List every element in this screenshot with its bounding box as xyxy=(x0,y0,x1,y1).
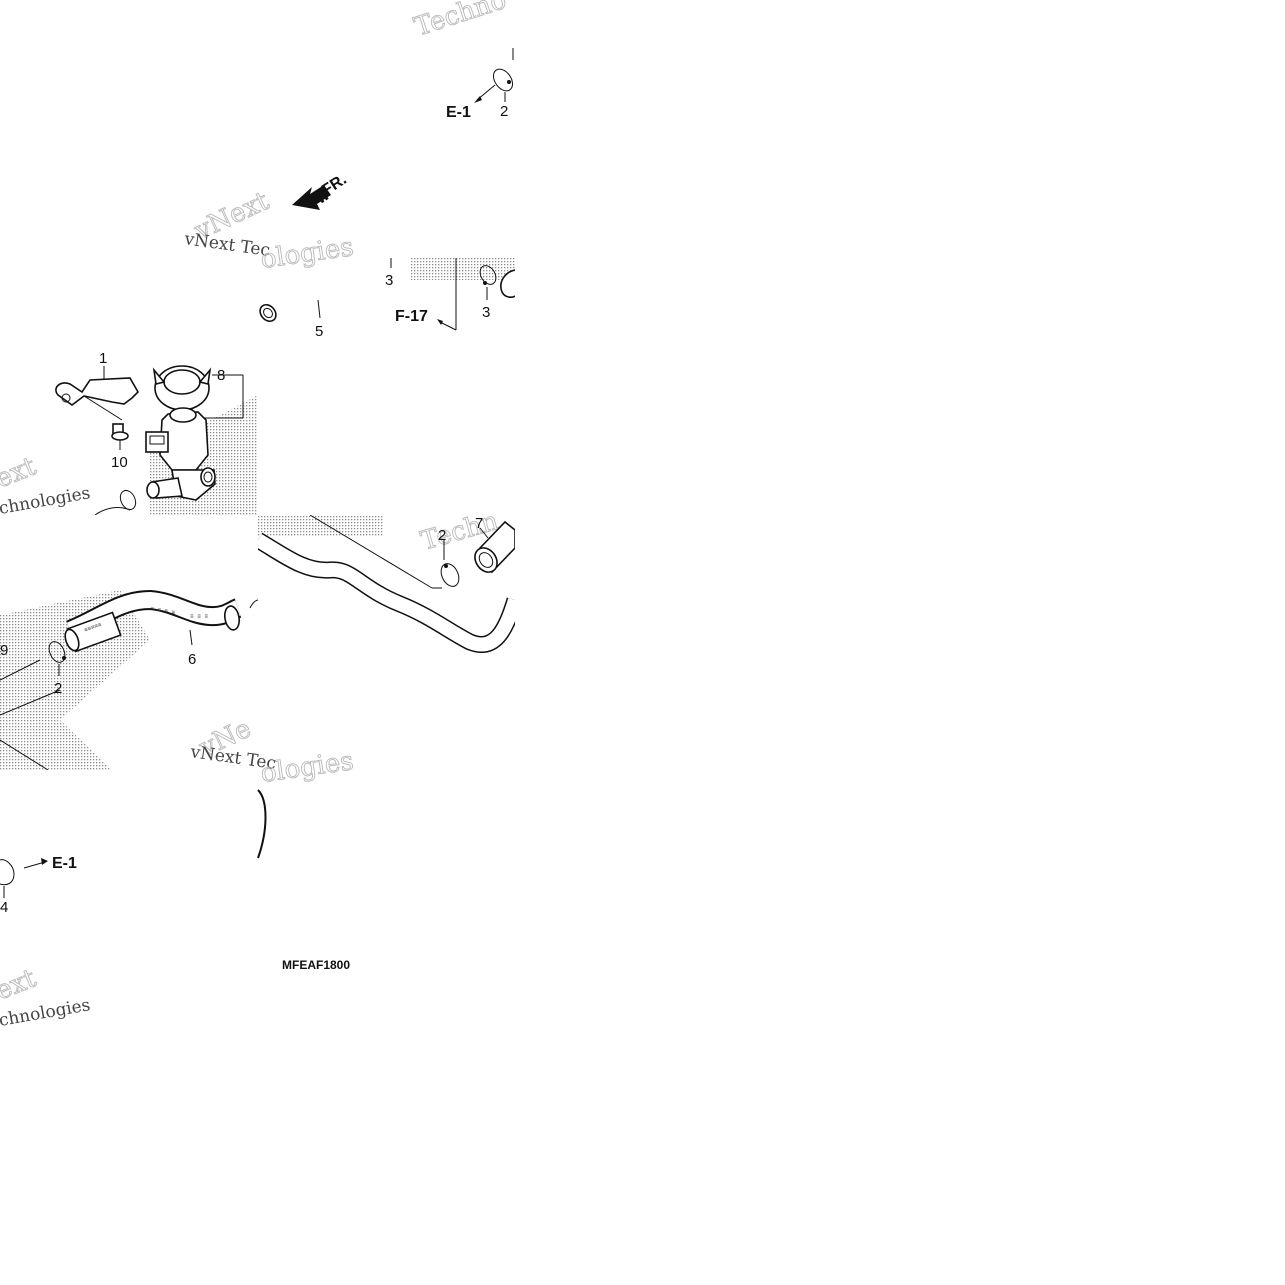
leader-line xyxy=(23,861,46,869)
ref-label-e1: E-1 xyxy=(446,104,471,121)
part-number: 8 xyxy=(217,367,225,384)
part-number: 1 xyxy=(99,350,107,367)
svg-text:≡ ≡ ≡: ≡ ≡ ≡ xyxy=(190,613,208,620)
mounting-bracket xyxy=(55,377,139,421)
fragment-bottom-left: ≡ ≡ ≡ ≡ ≡ ≡ ≡ ≡≡≡≡≡ xyxy=(0,589,258,770)
fragment-top-right xyxy=(474,48,514,103)
ref-label-e1: E-1 xyxy=(52,855,77,872)
watermark-text: ext xyxy=(0,451,41,494)
watermark-text: Techno xyxy=(411,0,510,43)
part-number: 2 xyxy=(500,103,508,120)
rubber-mount-ring xyxy=(152,365,212,411)
hose-clamp xyxy=(119,489,137,511)
part-number: 9 xyxy=(0,642,8,659)
part-number: 4 xyxy=(0,899,8,916)
fragment-bottom-right xyxy=(258,515,515,653)
hose-clamp xyxy=(479,265,497,285)
fragment-lower xyxy=(0,789,267,898)
front-direction-arrow xyxy=(292,185,331,210)
hose-clamp xyxy=(48,641,66,663)
hose-clamp xyxy=(492,68,514,92)
svg-text:≡ ≡ ≡ ≡: ≡ ≡ ≡ ≡ xyxy=(150,605,176,616)
part-number: 3 xyxy=(385,272,393,289)
flange-bolt xyxy=(111,423,129,450)
watermark-text: ext xyxy=(0,963,41,1006)
watermarks: Techno vNext vNext Tec ologies ext chnol… xyxy=(0,0,510,1031)
part-number: 3 xyxy=(482,304,490,321)
fragment-middle-left xyxy=(55,365,258,515)
hose-clamp xyxy=(440,563,460,587)
diagram-code: MFEAF1800 xyxy=(282,958,350,972)
part-number: 6 xyxy=(188,651,196,668)
breather-hose: ≡ ≡ ≡ ≡ ≡ ≡ ≡ ≡≡≡≡≡ xyxy=(64,589,242,653)
part-number: 7 xyxy=(475,515,483,532)
hose-clamp xyxy=(0,859,15,886)
fragment-middle-right xyxy=(258,258,515,331)
ref-label-f17: F-17 xyxy=(395,308,428,325)
part-number: 2 xyxy=(438,527,446,544)
control-valve xyxy=(145,407,216,501)
part-number: 10 xyxy=(111,454,128,471)
part-number: 5 xyxy=(315,323,323,340)
part-number: 2 xyxy=(54,680,62,697)
